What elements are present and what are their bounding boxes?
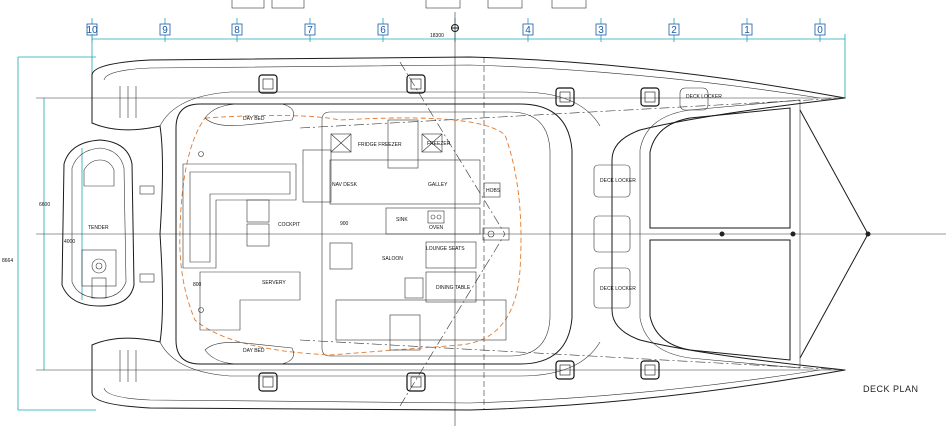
station-label: 6 bbox=[380, 25, 386, 36]
gap-800-label: 800 bbox=[193, 282, 202, 288]
deck-locker-2-label: DECK LOCKER bbox=[600, 286, 636, 292]
hull-outline bbox=[91, 56, 846, 411]
deck-hatch-inner bbox=[262, 376, 274, 388]
beam-overall-label: 8664 bbox=[2, 258, 13, 264]
day-bed-top: DAY BED bbox=[204, 103, 294, 126]
deck-hatch bbox=[640, 87, 660, 107]
station-box bbox=[595, 23, 607, 36]
station-box bbox=[304, 23, 316, 36]
station-label: 10 bbox=[86, 25, 98, 36]
fridge-freezer-label: FRIDGE FREEZER bbox=[358, 142, 402, 148]
tender-length-label: 4000 bbox=[64, 239, 75, 245]
beam-partial-label: 6600 bbox=[39, 202, 50, 208]
freezer-label: FREEZER bbox=[427, 141, 451, 147]
deck-locker-1-label: DECK LOCKER bbox=[600, 178, 636, 184]
saloon-label: SALOON bbox=[382, 256, 403, 262]
plan-title: DECK PLAN bbox=[863, 384, 919, 394]
cabin-outline bbox=[175, 103, 573, 365]
station-box bbox=[741, 23, 753, 36]
trampoline-nets bbox=[639, 99, 871, 369]
deck-hatch bbox=[406, 74, 426, 94]
overall-length-dimension: 18300 bbox=[91, 33, 846, 98]
tender-davits bbox=[139, 185, 155, 283]
deck-hatch bbox=[406, 372, 426, 392]
deck-hatch-inner bbox=[410, 78, 422, 90]
deck-hatch-inner bbox=[644, 91, 656, 103]
station-box bbox=[668, 23, 680, 36]
station-label: 7 bbox=[307, 25, 313, 36]
servery-label: SERVERY bbox=[262, 280, 286, 286]
gap-900-label: 900 bbox=[340, 221, 349, 227]
nav-desk-label: NAV DESK bbox=[332, 182, 358, 188]
station-label: 9 bbox=[162, 25, 168, 36]
day-bed-bottom-label: DAY BED bbox=[243, 348, 265, 354]
station-box bbox=[377, 23, 389, 36]
day-bed-top-label: DAY BED bbox=[243, 116, 265, 122]
deck-hatch-inner bbox=[644, 364, 656, 376]
station-label: 4 bbox=[525, 25, 531, 36]
deck-hatch bbox=[555, 360, 575, 380]
sink-label: SINK bbox=[396, 217, 408, 223]
deck-hatch-inner bbox=[559, 364, 571, 376]
cockpit-label: COCKPIT bbox=[278, 222, 300, 228]
cockpit-seating bbox=[182, 151, 301, 331]
hobs-label: HOBS bbox=[486, 188, 501, 194]
galley-area bbox=[302, 119, 510, 351]
oven-label: OVEN bbox=[429, 225, 444, 231]
deck-hatch bbox=[258, 74, 278, 94]
station-box bbox=[231, 23, 243, 36]
deck-hatch bbox=[555, 87, 575, 107]
deck-hatches bbox=[258, 74, 660, 392]
deck-locker-top-label: DECK LOCKER bbox=[686, 94, 722, 100]
lounge-seats-label: LOUNGE SEATS bbox=[426, 246, 465, 252]
station-label: 2 bbox=[671, 25, 677, 36]
day-bed-bottom: DAY BED bbox=[204, 342, 294, 365]
galley-label: GALLEY bbox=[428, 182, 448, 188]
station-label: 0 bbox=[817, 25, 823, 36]
overall-length-label: 18300 bbox=[430, 33, 444, 39]
deck-hatch-inner bbox=[262, 78, 274, 90]
station-label: 3 bbox=[598, 25, 604, 36]
tender-dinghy bbox=[61, 139, 135, 307]
deck-hatch-inner bbox=[410, 376, 422, 388]
station-box bbox=[814, 23, 826, 36]
station-label: 8 bbox=[234, 25, 240, 36]
station-box bbox=[159, 23, 171, 36]
station-label: 1 bbox=[744, 25, 750, 36]
rigging-lines bbox=[299, 61, 846, 407]
beam-dimensions: 8664 6600 4000 bbox=[2, 56, 96, 411]
station-box bbox=[522, 23, 534, 36]
deck-hatch-inner bbox=[559, 91, 571, 103]
mast-symbol bbox=[451, 24, 459, 32]
top-cut-boxes bbox=[231, 0, 587, 9]
dining-table-label: DINING TABLE bbox=[436, 285, 471, 291]
deck-lockers bbox=[593, 87, 709, 309]
deck-hatch bbox=[258, 372, 278, 392]
tender-label: TENDER bbox=[88, 225, 109, 231]
deck-hatch bbox=[640, 360, 660, 380]
